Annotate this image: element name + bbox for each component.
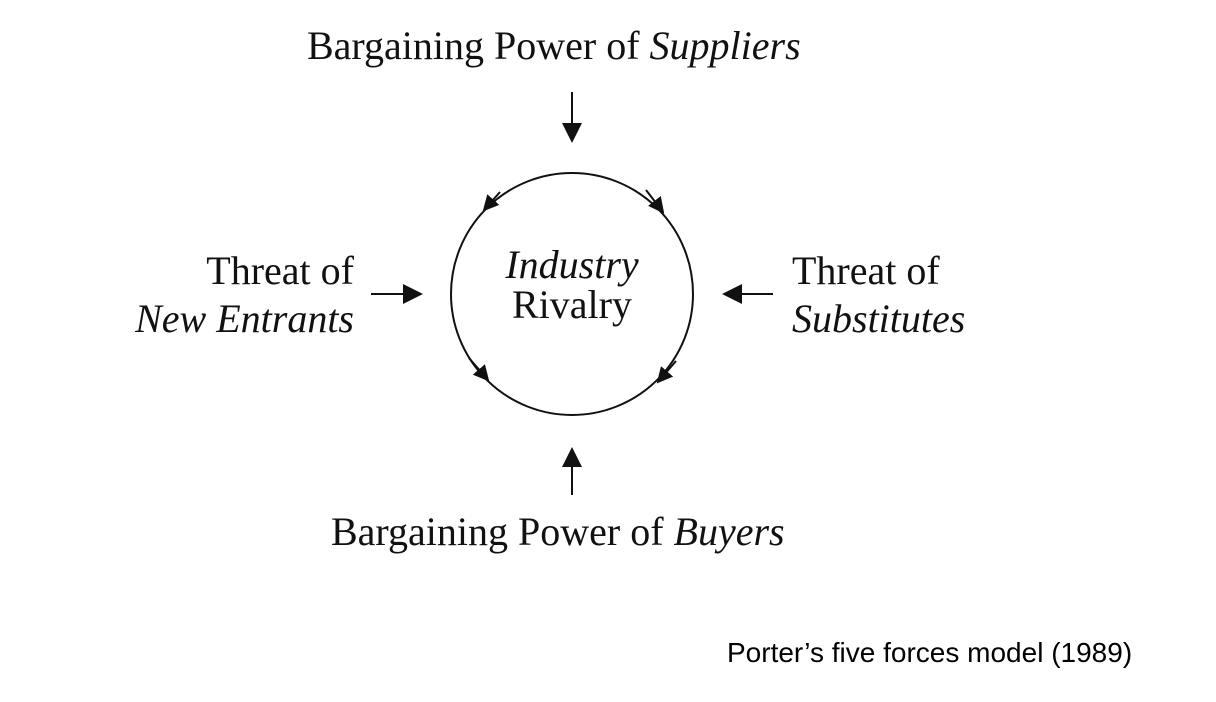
rivalry-line-2: Rivalry <box>512 282 632 327</box>
circle-arrow-top-left <box>482 191 501 212</box>
buyers-prefix: Bargaining Power of <box>331 509 674 554</box>
new-entrants-label: Threat of New Entrants <box>113 247 354 343</box>
substitutes-line-1: Threat of <box>792 248 940 293</box>
new-entrants-line-2: New Entrants <box>135 296 354 341</box>
suppliers-prefix: Bargaining Power of <box>307 23 650 68</box>
figure-caption: Porter’s five forces model (1989) <box>727 637 1133 668</box>
suppliers-label: Bargaining Power of Suppliers <box>307 22 801 70</box>
rivalry-circle <box>450 172 694 416</box>
suppliers-emphasis: Suppliers <box>649 23 801 68</box>
circle-arrow-bottom-left <box>468 357 490 382</box>
industry-rivalry-label: Industry Rivalry <box>466 245 678 325</box>
circle-arrow-bottom-right <box>656 360 677 384</box>
rivalry-line-1: Industry <box>505 242 639 287</box>
buyers-emphasis: Buyers <box>673 509 785 554</box>
circle-arrow-top-right <box>645 189 665 214</box>
substitutes-label: Threat of Substitutes <box>792 247 1052 343</box>
substitutes-line-2: Substitutes <box>792 296 966 341</box>
buyers-label: Bargaining Power of Buyers <box>331 508 785 556</box>
new-entrants-line-1: Threat of <box>206 248 354 293</box>
